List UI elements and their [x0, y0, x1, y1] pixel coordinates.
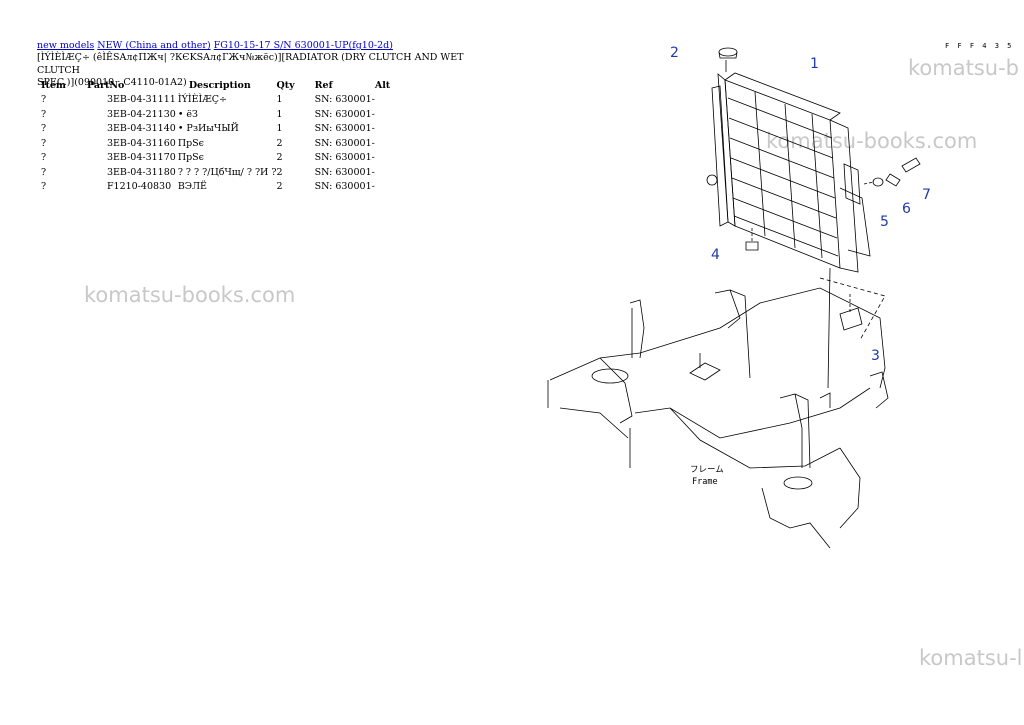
cell-alt — [375, 109, 390, 124]
radiator-cap-2 — [718, 47, 738, 72]
header-alt: Alt — [374, 79, 391, 91]
cell-qty: 2 — [276, 166, 283, 178]
breadcrumb-link-new-models[interactable]: new models — [37, 40, 95, 51]
cell-qty: 2 — [276, 152, 283, 163]
header-ref: Ref — [314, 79, 333, 91]
callout-1: 1 — [810, 56, 819, 72]
cell-part: 3EB-04-21130 — [106, 108, 176, 120]
header-description: Description — [188, 79, 251, 91]
cell-part: 3EB-04-31140 — [106, 123, 176, 134]
watermark-left: komatsu-books.com — [84, 283, 296, 307]
cell-qty: 2 — [276, 137, 283, 149]
cell-alt — [375, 138, 390, 153]
frame-label-jp: フレーム — [690, 465, 724, 475]
cell-ref: SN: 630001- — [314, 166, 375, 178]
cell-alt — [375, 167, 390, 182]
cell-item: ? — [41, 137, 47, 149]
table-row: ? 3EB-04-31140• РзИыЧЫЙ 1 SN: 630001- — [37, 123, 390, 138]
figure-code: F F F 4 3 5 2 — [945, 42, 1020, 50]
cell-item: ? — [41, 108, 47, 120]
table-row: ? 3EB-04-21130• ёЗ 1 SN: 630001- — [37, 109, 390, 124]
page-title-line2: SPEC.)](090010 : C4110-01A2) — [37, 77, 187, 88]
header-item: Item — [41, 79, 66, 91]
parts-table: Item PartNo Description Qty Ref Alt ? 3EB… — [37, 79, 390, 196]
page-title-line1: [ÌÝÌÈÌÆÇ÷ (êÌÊSAл¢ПЖч| ?КЄKSAл¢ГЖч№жёс)]… — [37, 52, 464, 76]
cell-alt — [375, 123, 390, 138]
cell-ref: SN: 630001- — [314, 123, 375, 134]
cell-item: ? — [41, 152, 47, 163]
table-row: ? 3EB-04-31180? ? ? ?/ЦбЧщ/ ? ?И ?2 SN: 63… — [37, 167, 390, 182]
parts-diagram: F F F 4 3 5 2 1 2 3 4 5 6 7 フレーム Frame — [547, 42, 1020, 549]
cell-item: ? — [41, 181, 47, 192]
table-row: ? F1210-40830 ВЭЛЁ 2 SN: 630001- — [37, 181, 390, 196]
header-partno: PartNo — [86, 79, 125, 91]
table-header-row: Item PartNo Description Qty Ref Alt — [37, 79, 390, 94]
callout-6: 6 — [902, 201, 911, 217]
watermark-bottom-right: komatsu-l — [919, 646, 1023, 670]
cell-ref: SN: 630001- — [314, 152, 375, 163]
cell-desc: • РзИыЧЫЙ — [177, 123, 239, 134]
breadcrumb-link-new-china[interactable]: NEW (China and other) — [97, 40, 211, 51]
cell-desc: ? ? ? ?/ЦбЧщ/ ? ?И ? — [177, 166, 277, 178]
bracket-3 — [819, 277, 886, 341]
bolts-5-6-7 — [863, 157, 921, 187]
cell-part: 3EB-04-31170 — [106, 152, 176, 163]
cell-ref: SN: 630001- — [314, 108, 375, 120]
cell-desc: ÌÝÌÈÌÆÇ÷ — [177, 94, 228, 105]
callout-3: 3 — [871, 348, 880, 364]
watermark-top-right: komatsu-b — [908, 56, 1019, 80]
drain-4 — [745, 228, 759, 251]
cell-alt — [375, 152, 390, 167]
cell-alt — [375, 181, 390, 196]
cell-item: ? — [41, 123, 47, 134]
page-title: [ÌÝÌÈÌÆÇ÷ (êÌÊSAл¢ПЖч| ?КЄKSAл¢ГЖч№жёс)]… — [37, 52, 477, 90]
callout-7: 7 — [922, 187, 931, 203]
cell-desc: ВЭЛЁ — [177, 181, 207, 192]
cell-part: 3EB-04-31180 — [106, 166, 176, 178]
cell-part: 3EB-04-31111 — [106, 94, 176, 105]
frame-label-en: Frame — [692, 477, 718, 487]
callout-5: 5 — [880, 214, 889, 230]
cell-ref: SN: 630001- — [314, 181, 375, 192]
cell-item: ? — [41, 166, 47, 178]
callout-4: 4 — [711, 247, 720, 263]
cell-qty: 1 — [276, 123, 283, 134]
cell-desc: ПрЅє — [177, 152, 205, 163]
cell-qty: 2 — [276, 181, 283, 192]
cell-ref: SN: 630001- — [314, 137, 375, 149]
cell-part: 3EB-04-31160 — [106, 137, 176, 149]
header-qty: Qty — [276, 79, 295, 91]
cell-alt — [375, 94, 390, 109]
cell-desc: • ёЗ — [177, 108, 198, 120]
cell-qty: 1 — [276, 94, 283, 105]
cell-desc: ПрЅє — [177, 137, 205, 149]
frame — [547, 287, 889, 549]
breadcrumb-link-model[interactable]: FG10-15-17 S/N 630001-UP(fg10-2d) — [213, 40, 393, 51]
breadcrumb: new models NEW (China and other) FG10-15… — [37, 40, 393, 51]
callout-2: 2 — [670, 45, 679, 61]
radiator-core — [717, 72, 859, 273]
cell-qty: 1 — [276, 108, 283, 120]
watermark-diagram: komatsu-books.com — [766, 129, 978, 153]
cell-part: F1210-40830 — [106, 181, 172, 192]
cell-item: ? — [41, 94, 47, 105]
cell-ref: SN: 630001- — [314, 94, 375, 105]
